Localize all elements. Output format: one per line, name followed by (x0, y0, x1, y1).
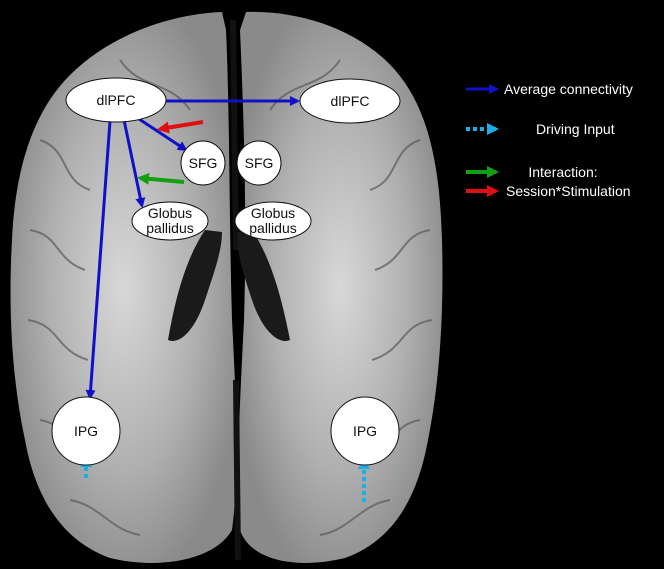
node-dlpfc-right-label: dlPFC (331, 93, 370, 109)
legend-average-connectivity: Average connectivity (504, 81, 633, 97)
node-globus-right-label-line1: Globus (251, 205, 295, 221)
node-globus-left-label-line1: Globus (148, 205, 192, 221)
node-ipg-left: IPG (52, 397, 120, 465)
node-dlpfc-left-label: dlPFC (97, 92, 136, 108)
node-sfg-left-label: SFG (189, 155, 218, 171)
node-sfg-right-label: SFG (245, 155, 274, 171)
node-globus-left-label-line2: pallidus (146, 220, 193, 236)
node-ipg-left-label: IPG (74, 423, 98, 439)
node-globus-left: Globus pallidus (132, 202, 208, 240)
node-dlpfc-right: dlPFC (300, 79, 400, 123)
node-ipg-right: IPG (331, 397, 399, 465)
node-sfg-left: SFG (181, 141, 225, 185)
legend-interaction-detail: Session*Stimulation (506, 183, 631, 199)
node-globus-right: Globus pallidus (235, 202, 311, 240)
node-globus-right-label-line2: pallidus (249, 220, 296, 236)
legend-interaction-title: Interaction: (528, 164, 597, 180)
node-ipg-right-label: IPG (353, 423, 377, 439)
legend-driving-input: Driving Input (536, 121, 615, 137)
node-sfg-right: SFG (237, 141, 281, 185)
node-dlpfc-left: dlPFC (66, 78, 166, 122)
